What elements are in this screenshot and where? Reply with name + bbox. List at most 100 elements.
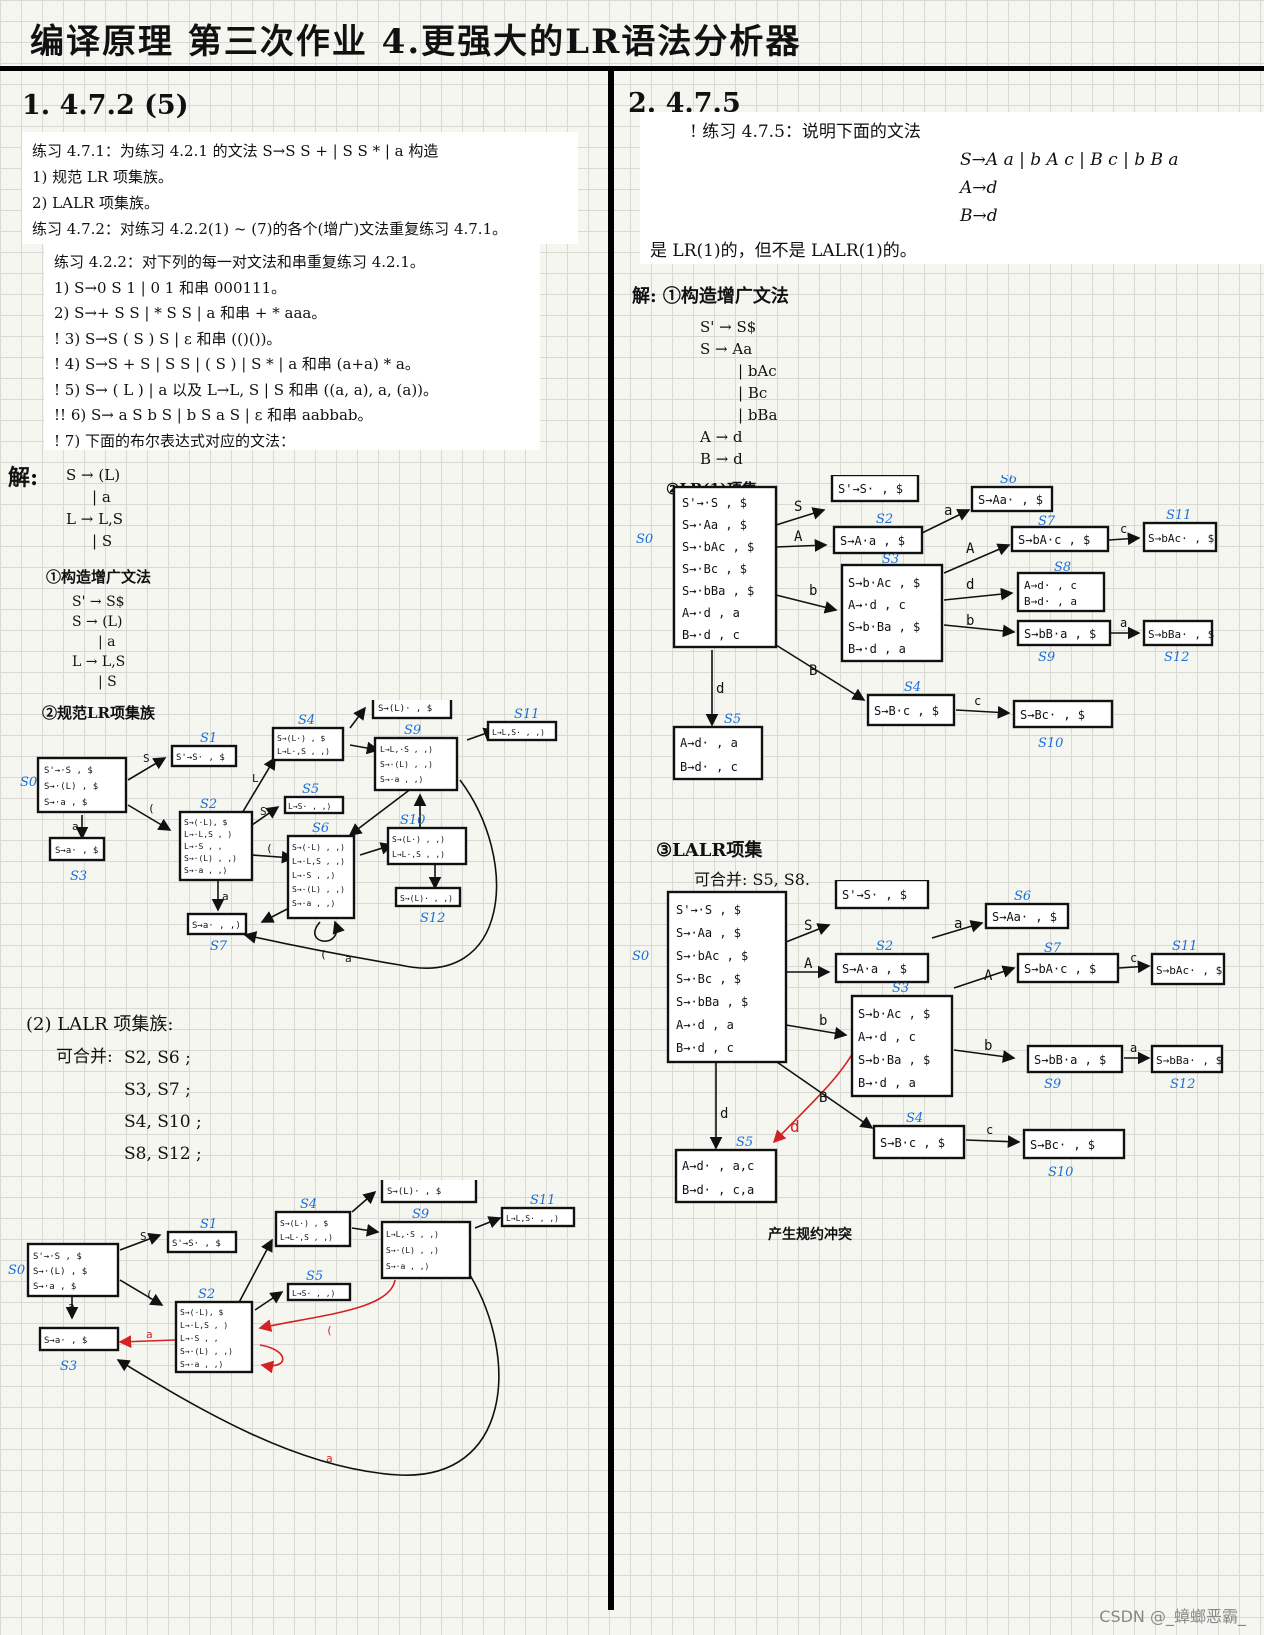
state-s1: S'→S· , $ S1 bbox=[830, 475, 920, 503]
edge-red bbox=[259, 1344, 284, 1374]
item: S→Bc· , $ bbox=[1020, 708, 1085, 722]
item: L→S· , ,) bbox=[288, 802, 331, 811]
item: S→·(L) , $ bbox=[44, 782, 98, 792]
edge bbox=[775, 539, 828, 552]
state-label: S4 bbox=[298, 713, 315, 728]
edge bbox=[775, 644, 866, 701]
state-s8: S→(L)· , $ bbox=[380, 1180, 478, 1204]
item: S'→·S , $ bbox=[676, 903, 741, 917]
edge bbox=[785, 1024, 848, 1040]
state-s3: S→a· , $ S3 bbox=[38, 1326, 120, 1374]
state-label: S0 bbox=[20, 775, 37, 790]
state-s5: A→d· , a B→d· , c S5 bbox=[672, 712, 764, 781]
merge-item: S8, S12 ; bbox=[124, 1144, 202, 1164]
state-s10: S→Bc· , $ S10 bbox=[1022, 1128, 1126, 1180]
text-line: 练习 4.7.2：对练习 4.2.2(1) ~ (7)的各个(增广)文法重复练习… bbox=[32, 220, 508, 238]
state-s3: S→b·Ac , $ A→·d , c S→b·Ba , $ B→·d , a … bbox=[850, 981, 954, 1098]
item: L→S· , ,) bbox=[292, 1289, 335, 1298]
exercise-471-excerpt: 练习 4.7.1：为练习 4.2.1 的文法 S→S S + | S S * |… bbox=[22, 132, 578, 244]
state-s11: L→L,S· , ,) S11 bbox=[486, 707, 558, 742]
state-s2: S→A·a , $ S2 bbox=[832, 512, 924, 555]
state-label: S7 bbox=[1038, 514, 1056, 529]
edge-label: c bbox=[974, 694, 981, 708]
item: S→b·Ac , $ bbox=[848, 576, 920, 590]
question-1-label: 1. 4.7.2 (5) bbox=[22, 90, 189, 121]
item: B→·d , c bbox=[676, 1041, 734, 1055]
item: S→·Aa , $ bbox=[676, 926, 741, 940]
state-s2: S→(·L), $ L→·L,S , ) L→·S , , S→·(L) , ,… bbox=[174, 1287, 254, 1374]
edge bbox=[921, 509, 971, 534]
item: L→L,S· , ,) bbox=[492, 728, 545, 737]
grammar-line: S' → S$ bbox=[700, 318, 757, 336]
state-label: S2 bbox=[876, 939, 893, 954]
merge-item: S2, S6 ; bbox=[124, 1048, 191, 1068]
item: S→bA·c , $ bbox=[1018, 533, 1090, 547]
edge-s9-s7 bbox=[243, 779, 498, 969]
text-line: 练习 4.2.2：对下列的每一对文法和串重复练习 4.2.1。 bbox=[54, 253, 425, 271]
item: A→·d , c bbox=[848, 598, 906, 612]
item: A→·d , a bbox=[676, 1018, 734, 1032]
state-label: S11 bbox=[1166, 508, 1191, 523]
text-line: 练习 4.7.1：为练习 4.2.1 的文法 S→S S + | S S * |… bbox=[32, 142, 439, 160]
state-label: S9 bbox=[1038, 650, 1055, 665]
edge bbox=[931, 920, 984, 939]
item: B→·d , a bbox=[858, 1076, 916, 1090]
step-1-label: ①构造增广文法 bbox=[46, 568, 152, 586]
edge-label: b bbox=[984, 1038, 992, 1054]
item: S→·bBa , $ bbox=[682, 584, 754, 598]
edge-label: B bbox=[819, 1090, 827, 1106]
item: L→·S , , bbox=[180, 1334, 219, 1343]
edge-label: S bbox=[143, 752, 150, 765]
item: S→·Aa , $ bbox=[682, 518, 747, 532]
state-label: S5 bbox=[736, 1135, 753, 1150]
grammar-line: B → d bbox=[700, 450, 743, 468]
text-line: ! 7) 下面的布尔表达式对应的文法： bbox=[54, 431, 295, 450]
watermark: CSDN @_蟑螂恶霸_ bbox=[1099, 1607, 1246, 1626]
state-label: S5 bbox=[306, 1269, 323, 1284]
edge-label: a bbox=[326, 1452, 333, 1465]
text-line: ! 练习 4.7.5：说明下面的文法 bbox=[690, 122, 921, 142]
state-s2: S→A·a , $ S2 bbox=[834, 939, 930, 984]
edge-label: S bbox=[804, 918, 812, 934]
item: S→a· , $ bbox=[44, 1336, 87, 1346]
state-label: S3 bbox=[70, 869, 87, 884]
item: S→·(L) , ,) bbox=[380, 760, 433, 769]
lr1-diagram-left: S ( a L S ( a a ( S'→·S , $ S→·(L) , $ S… bbox=[20, 700, 558, 969]
edge-label: a bbox=[72, 820, 79, 833]
edge bbox=[965, 1135, 1021, 1148]
item: S→Aa· , $ bbox=[978, 493, 1043, 507]
state-s0: S'→·S , $ S→·Aa , $ S→·bAc , $ S→·Bc , $… bbox=[632, 890, 788, 1064]
solution-label: 解: bbox=[8, 465, 39, 491]
item: L→·L,S , ,) bbox=[292, 857, 345, 866]
item: S→b·Ac , $ bbox=[858, 1007, 930, 1021]
edge bbox=[943, 543, 1011, 574]
state-label: S12 bbox=[420, 911, 445, 926]
state-s2: S→(·L), $ L→·L,S , ) L→·S , , S→·(L) , ,… bbox=[178, 797, 254, 882]
item: S→·a , $ bbox=[33, 1282, 76, 1292]
item: S→·Bc , $ bbox=[676, 972, 741, 986]
merge-item: S3, S7 ; bbox=[124, 1080, 191, 1100]
header-divider bbox=[0, 66, 1264, 71]
state-s1: S'→S· , $ S1 bbox=[834, 880, 930, 910]
item: S→bB·a , $ bbox=[1034, 1053, 1106, 1067]
item: L→L,S· , ,) bbox=[506, 1214, 559, 1223]
item: L→·S , ,) bbox=[292, 871, 335, 880]
item: S→(L)· , ,) bbox=[400, 894, 453, 903]
state-s5-merged: A→d· , a,c B→d· , c,a S5 bbox=[674, 1135, 778, 1204]
state-s11: S→bAc· , $ S11 bbox=[1150, 939, 1226, 986]
edge-label: a bbox=[1120, 616, 1127, 630]
item: A→d· , a,c bbox=[682, 1159, 754, 1173]
state-label: S1 bbox=[200, 731, 217, 746]
text-line: ! 3) S→S ( S ) S | ε 和串 (()())。 bbox=[54, 329, 282, 348]
grammar-line: A → d bbox=[700, 428, 743, 446]
state-s12: S→bBa· , $ S12 bbox=[1150, 1044, 1224, 1092]
edge-label: L bbox=[252, 772, 259, 785]
state-s12: S→(L)· , ,) S12 bbox=[394, 886, 462, 926]
edge-label: S bbox=[260, 805, 267, 818]
edge-label: c bbox=[1120, 522, 1127, 536]
edge-label: b bbox=[819, 1013, 827, 1029]
item: S→A·a , $ bbox=[840, 534, 905, 548]
edge bbox=[1108, 532, 1141, 546]
item: S→·a , ,) bbox=[180, 1360, 223, 1369]
item: L→L,·S , ,) bbox=[380, 745, 433, 754]
